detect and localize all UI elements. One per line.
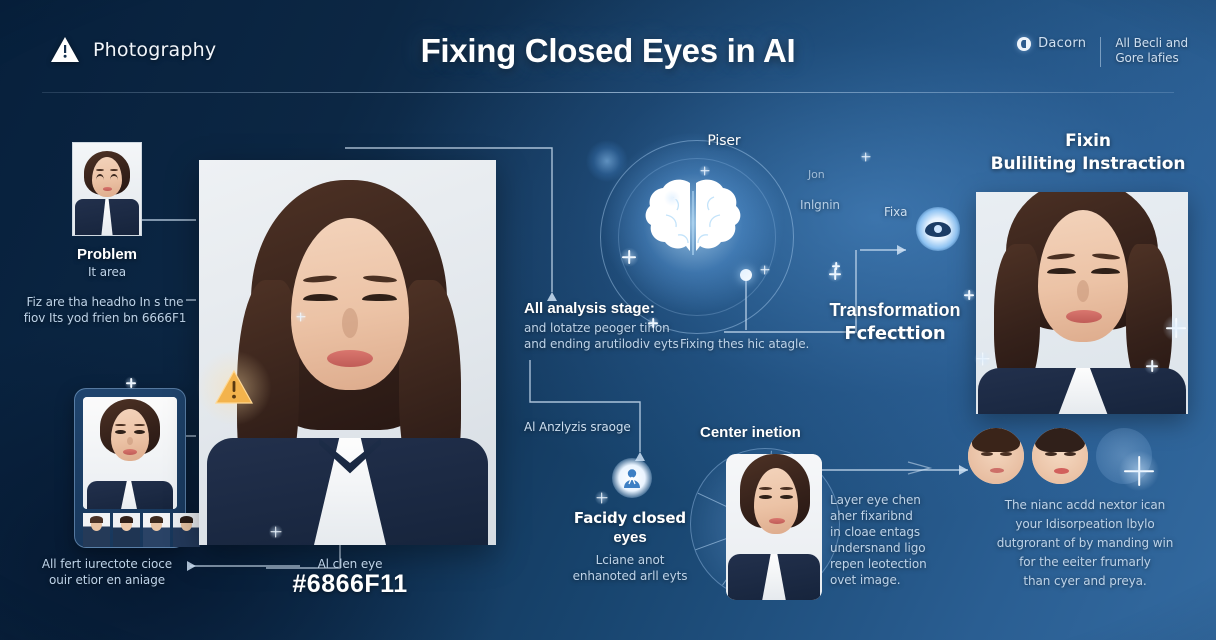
device-caption-line-2: ouir etior en aniage	[49, 573, 165, 587]
scan-paragraph-line-2: aher fixaribnd	[830, 509, 913, 523]
device-caption: All fert iurectote cioce ouir etior en a…	[12, 556, 202, 588]
warning-triangle-icon	[194, 350, 274, 426]
device-card[interactable]	[74, 388, 200, 548]
warning-label: Al Anzlyzis sraoge	[524, 420, 631, 434]
brain-icon	[598, 133, 788, 313]
result-heading: Fixin Buliliting Instraction	[968, 130, 1208, 176]
closed-eyes-subtext: Lciane anot enhanoted arll eyts	[550, 552, 710, 584]
header-note-line-2: Gore lafies	[1115, 51, 1179, 65]
problem-title: Problem	[76, 246, 137, 263]
scan-paragraph-line-3: in cloae entags	[830, 525, 920, 539]
eye-label: Fixa	[884, 205, 908, 219]
scan-paragraph-line-5: repen leotection	[830, 557, 927, 571]
closed-eyes-subtext-line-1: Lciane anot	[595, 553, 665, 567]
sparkle-icon	[596, 492, 607, 503]
list-item[interactable]	[143, 513, 170, 547]
result-thumbnail-1[interactable]	[968, 428, 1024, 484]
closed-eyes-title: Facidy closed eyes	[560, 508, 700, 548]
transformation-heading-line-2: Fcfecttion	[844, 323, 946, 344]
list-item[interactable]	[83, 513, 110, 547]
result-heading-line-1: Fixin	[1065, 131, 1111, 151]
orbit-label-right: Inlgnin	[800, 198, 840, 212]
scan-paragraph: Layer eye chen aher fixaribnd in cloae e…	[830, 492, 950, 588]
device-portrait-photo	[83, 397, 177, 509]
result-paragraph-line-3: dutgrorant of by manding win	[996, 536, 1174, 550]
eye-icon	[916, 207, 960, 251]
scan-paragraph-line-1: Layer eye chen	[830, 493, 921, 507]
problem-subtitle: It area	[87, 265, 127, 279]
account-label: Dacorn	[1038, 36, 1087, 51]
result-paragraph-line-2: your Idisorpeation lbylo	[1015, 517, 1155, 531]
transformation-heading: Transformation Fcfecttion	[810, 298, 980, 346]
result-paragraph-line-1: The nianc acdd nextor ican	[1004, 498, 1166, 512]
problem-thumbnail-photo	[72, 142, 142, 236]
header-divider	[1100, 37, 1102, 67]
sparkle-icon	[832, 262, 840, 270]
device-caption-line-1: All fert iurectote cioce	[41, 557, 173, 571]
orbit-label-small: Jon	[808, 168, 825, 181]
header-note-line-1: All Becli and	[1115, 36, 1188, 50]
problem-paragraph: Fiz are tha headho In s tne fiov Its yod…	[10, 294, 200, 326]
sparkle-icon	[861, 152, 870, 161]
closed-eyes-title-line-2: eyes	[613, 529, 647, 546]
face-scan-icon	[612, 458, 652, 498]
result-paragraph-line-4: for the eeiter frumarly	[1019, 555, 1151, 569]
scan-paragraph-line-4: undersnand ligo	[830, 541, 926, 555]
header-note: All Becli and Gore lafies	[1115, 36, 1188, 66]
transformation-heading-line-1: Transformation	[829, 300, 961, 320]
circle-moon-icon	[1017, 36, 1032, 51]
header-right-group: Dacorn All Becli and Gore lafies	[1017, 36, 1188, 67]
sparkle-icon	[126, 378, 136, 388]
result-heading-line-2: Buliliting Instraction	[990, 154, 1186, 174]
list-item[interactable]	[173, 513, 200, 547]
brain-label: Piser	[707, 133, 741, 149]
result-thumbnail-2[interactable]	[1032, 428, 1088, 484]
analysis-title: All analysis stage:	[524, 300, 655, 317]
problem-paragraph-line-1: Fiz are tha headho In s tne	[26, 295, 184, 309]
list-item[interactable]	[113, 513, 140, 547]
closed-eyes-subtext-line-2: enhanoted arll eyts	[572, 569, 688, 583]
closed-eyes-title-line-1: Facidy closed	[573, 509, 687, 527]
scan-paragraph-line-6: ovet image.	[830, 573, 901, 587]
result-paragraph: The nianc acdd nextor ican your Idisorpe…	[960, 496, 1210, 591]
hero-caption-code: #6866F11	[292, 570, 408, 598]
account-chip[interactable]: Dacorn	[1017, 36, 1086, 51]
analysis-paragraph-line-1: and lotatze peoger tihon	[524, 321, 670, 335]
result-portrait-photo	[976, 192, 1188, 414]
sparkle-icon	[829, 268, 841, 280]
result-paragraph-line-5: than cyer and preya.	[1023, 574, 1147, 588]
problem-paragraph-line-2: fiov Its yod frien bn 6666F1	[23, 311, 187, 325]
scan-portrait-photo	[726, 454, 822, 600]
scan-portrait-group	[690, 448, 840, 600]
sparkle-icon	[1096, 428, 1154, 486]
header-rule	[42, 92, 1174, 93]
device-thumbnail-strip[interactable]	[83, 513, 200, 547]
center-detection-label: Center inetion	[700, 424, 801, 441]
